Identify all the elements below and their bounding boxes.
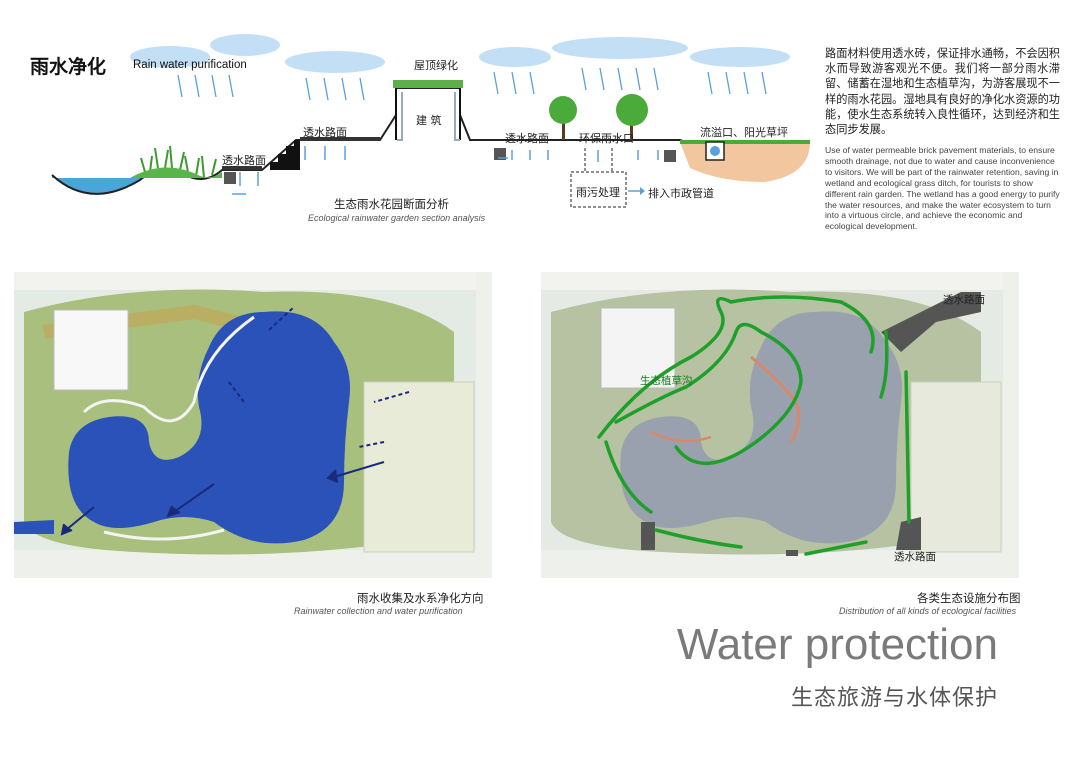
map-left-caption-cn: 雨水收集及水系净化方向 <box>357 591 484 605</box>
description-en: Use of water permeable brick pavement ma… <box>825 145 1060 232</box>
soil-mound <box>680 142 810 182</box>
label-overflow: 流溢口、阳光草坪 <box>700 126 788 139</box>
label-permeable-mid: 透水路面 <box>303 126 347 139</box>
cloud-icon <box>552 37 688 59</box>
lake-water <box>68 311 351 544</box>
map-right-label-permeable-top: 透水路面 <box>943 294 985 306</box>
label-building: 建 筑 <box>416 114 442 127</box>
building-outline <box>395 88 461 140</box>
map-right-svg <box>541 272 1019 578</box>
cloud-icon <box>130 46 210 68</box>
permeable-pavement <box>222 166 262 170</box>
drainage-arrows <box>232 146 659 195</box>
description-cn: 路面材料使用透水砖，保证排水通畅，不会因积水而导致游客观光不便。我们将一部分雨水… <box>825 47 1060 137</box>
label-permeable-left: 透水路面 <box>222 154 266 167</box>
wetland-vegetation <box>130 167 222 178</box>
map-right-label-swale: 生态植草沟 <box>640 375 693 387</box>
ecological-swales <box>597 295 911 556</box>
overflow-pipe-icon <box>710 146 720 156</box>
tree-icon <box>549 96 577 140</box>
map-right-caption-en: Distribution of all kinds of ecological … <box>839 606 1017 616</box>
label-permeable-right: 透水路面 <box>505 132 549 145</box>
permeable-pavement-area <box>896 517 921 550</box>
map-left-svg <box>14 272 492 578</box>
roof-drain-pipe <box>397 92 460 141</box>
label-roof-green: 屋顶绿化 <box>414 59 458 72</box>
lake-water <box>620 311 902 544</box>
cloud-icon <box>690 47 790 67</box>
cloud-icon <box>285 51 385 73</box>
section-caption-cn: 生态雨水花园断面分析 <box>334 197 449 211</box>
map-eco-facilities: 生态植草沟 透水路面 透水路面 <box>541 272 1019 578</box>
cloud-icon <box>479 47 551 67</box>
stairs <box>262 140 300 170</box>
map-right-caption-cn: 各类生态设施分布图 <box>917 591 1021 605</box>
map-right-label-permeable-bottom: 透水路面 <box>894 551 936 563</box>
building-block <box>53 309 129 391</box>
treatment-box <box>570 171 627 208</box>
drain-box <box>664 150 676 162</box>
flow-arrows <box>60 306 410 536</box>
section-title-cn: 雨水净化 <box>30 56 107 78</box>
tree-icon <box>616 94 648 140</box>
section-title-en: Rain water purification <box>133 59 247 71</box>
treatment-pipe <box>584 148 613 172</box>
wetland-plants <box>140 145 217 179</box>
permeable-pavement <box>300 137 380 141</box>
footer-title-en: Water protection <box>676 620 998 669</box>
permeable-pavement-area <box>881 292 981 352</box>
roof-green <box>393 80 463 88</box>
drain-box <box>494 148 506 160</box>
rain-arrows <box>177 67 767 101</box>
field-area <box>363 381 475 553</box>
label-eco-inlet: 环保雨水口 <box>579 132 634 145</box>
section-caption-en: Ecological rainwater garden section anal… <box>308 213 486 223</box>
cloud-group <box>130 34 790 73</box>
map-rainwater-collection <box>14 272 492 578</box>
label-sewage-treatment: 雨污处理 <box>576 186 620 199</box>
field-area <box>910 381 1002 553</box>
cloud-icon <box>210 34 280 56</box>
map-left-caption-en: Rainwater collection and water purificat… <box>294 606 463 616</box>
drain-box <box>224 172 236 184</box>
footer-title-cn: 生态旅游与水体保护 <box>790 686 998 711</box>
grass-top <box>680 140 810 144</box>
label-municipal-pipe: 排入市政管道 <box>648 187 714 200</box>
